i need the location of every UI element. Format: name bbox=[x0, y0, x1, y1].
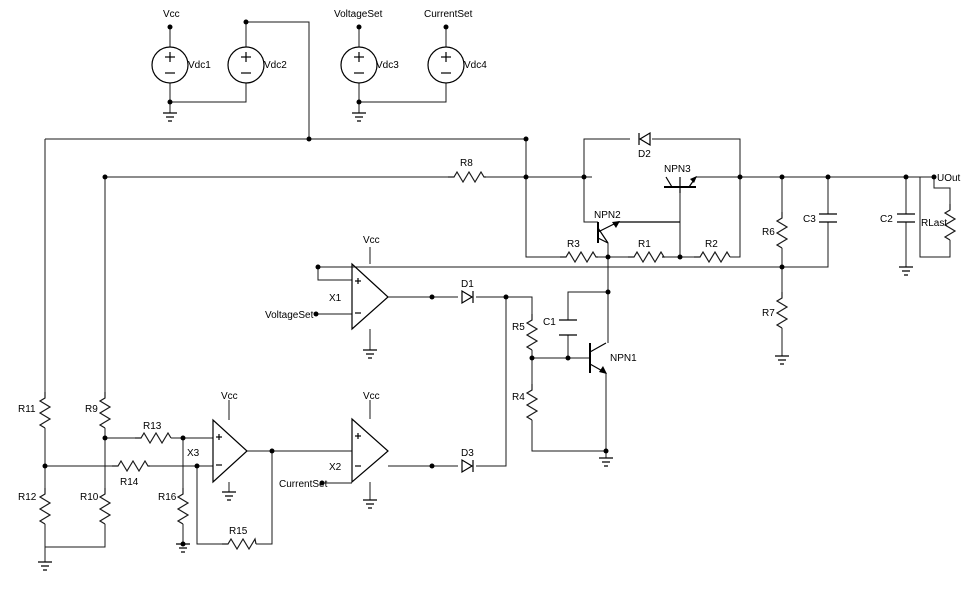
ground-icon bbox=[363, 349, 377, 359]
resistor-r5 bbox=[525, 314, 539, 351]
label-r4: R4 bbox=[512, 392, 525, 403]
capacitor-c3 bbox=[819, 213, 837, 223]
ground-icon bbox=[222, 491, 236, 501]
label-uout: UOut bbox=[937, 173, 961, 184]
wires bbox=[44, 21, 951, 562]
junctions bbox=[42, 19, 937, 486]
label-r15: R15 bbox=[229, 526, 248, 537]
ground-icon bbox=[163, 112, 177, 122]
vdc1-source bbox=[151, 46, 189, 84]
label-vdc2: Vdc2 bbox=[264, 60, 287, 71]
label-r7: R7 bbox=[762, 308, 775, 319]
resistor-r9 bbox=[98, 392, 112, 429]
label-r5: R5 bbox=[512, 322, 525, 333]
label-r11: R11 bbox=[18, 404, 36, 415]
label-r2: R2 bbox=[705, 239, 718, 250]
capacitor-c2 bbox=[897, 213, 915, 223]
diode-d3 bbox=[461, 458, 474, 474]
ground-icon bbox=[899, 266, 913, 276]
vdc3-source bbox=[340, 46, 378, 84]
label-voltageset-in: VoltageSet bbox=[265, 310, 314, 321]
ground-icon bbox=[363, 499, 377, 509]
diode-d2 bbox=[638, 131, 651, 147]
resistor-r6 bbox=[775, 212, 789, 249]
label-r10: R10 bbox=[80, 492, 99, 503]
label-r14: R14 bbox=[120, 477, 139, 488]
label-vdc1: Vdc1 bbox=[188, 60, 211, 71]
resistor-r14 bbox=[112, 459, 150, 473]
label-vcc-top: Vcc bbox=[163, 9, 180, 20]
label-r3: R3 bbox=[567, 239, 580, 250]
label-r1: R1 bbox=[638, 239, 651, 250]
transistor-npn3 bbox=[664, 176, 697, 193]
resistor-r1 bbox=[628, 250, 666, 264]
ground-symbols bbox=[38, 112, 913, 571]
transistor-npn2 bbox=[597, 221, 680, 244]
resistor-r3 bbox=[560, 250, 598, 264]
label-x3: X3 bbox=[187, 448, 200, 459]
label-voltageset-top: VoltageSet bbox=[334, 9, 383, 20]
resistors bbox=[38, 170, 957, 551]
resistor-r11 bbox=[38, 392, 52, 429]
resistor-r4 bbox=[525, 384, 539, 421]
label-c2: C2 bbox=[880, 214, 893, 225]
opamp-x1 bbox=[351, 262, 389, 331]
label-currentset-top: CurrentSet bbox=[424, 9, 473, 20]
label-x1: X1 bbox=[329, 293, 342, 304]
resistor-r2 bbox=[694, 250, 731, 264]
ground-icon bbox=[775, 355, 789, 365]
label-npn1: NPN1 bbox=[610, 353, 637, 364]
resistor-r16 bbox=[176, 488, 190, 525]
label-c3: C3 bbox=[803, 214, 816, 225]
ground-icon bbox=[599, 457, 613, 467]
ground-icon bbox=[38, 561, 52, 571]
label-d3: D3 bbox=[461, 448, 474, 459]
vdc2-source bbox=[227, 46, 265, 84]
label-currentset-in: CurrentSet bbox=[279, 479, 328, 490]
label-vcc-x3: Vcc bbox=[221, 391, 238, 402]
label-x2: X2 bbox=[329, 462, 342, 473]
label-c1: C1 bbox=[543, 317, 556, 328]
component-labels: Vcc Vdc1 Vdc2 VoltageSet Vdc3 CurrentSet… bbox=[18, 9, 961, 537]
resistor-r8 bbox=[448, 170, 486, 184]
capacitors bbox=[559, 213, 915, 336]
label-r6: R6 bbox=[762, 227, 775, 238]
diodes bbox=[461, 131, 651, 474]
opamp-x3 bbox=[212, 418, 248, 484]
resistor-r15 bbox=[222, 537, 257, 551]
label-r13: R13 bbox=[143, 421, 162, 432]
label-npn2: NPN2 bbox=[594, 210, 621, 221]
label-npn3: NPN3 bbox=[664, 164, 691, 175]
label-r16: R16 bbox=[158, 492, 177, 503]
label-d1: D1 bbox=[461, 279, 474, 290]
label-rlast: RLast bbox=[921, 218, 947, 229]
resistor-r10 bbox=[98, 488, 112, 525]
label-vdc4: Vdc4 bbox=[464, 60, 487, 71]
ground-icon bbox=[352, 112, 366, 122]
label-vcc-x1: Vcc bbox=[363, 235, 380, 246]
label-vcc-x2: Vcc bbox=[363, 391, 380, 402]
resistor-rlast bbox=[943, 204, 957, 241]
resistor-r12 bbox=[38, 488, 52, 525]
resistor-r7 bbox=[775, 292, 789, 329]
opamp-x2 bbox=[351, 417, 389, 484]
diode-d1 bbox=[461, 289, 474, 305]
vdc4-source bbox=[427, 46, 465, 84]
label-vdc3: Vdc3 bbox=[376, 60, 399, 71]
transistor-npn1 bbox=[589, 342, 607, 374]
label-r9: R9 bbox=[85, 404, 98, 415]
label-r8: R8 bbox=[460, 158, 473, 169]
resistor-r13 bbox=[135, 431, 172, 445]
label-r12: R12 bbox=[18, 492, 37, 503]
label-d2: D2 bbox=[638, 149, 651, 160]
capacitor-c1 bbox=[559, 319, 577, 336]
